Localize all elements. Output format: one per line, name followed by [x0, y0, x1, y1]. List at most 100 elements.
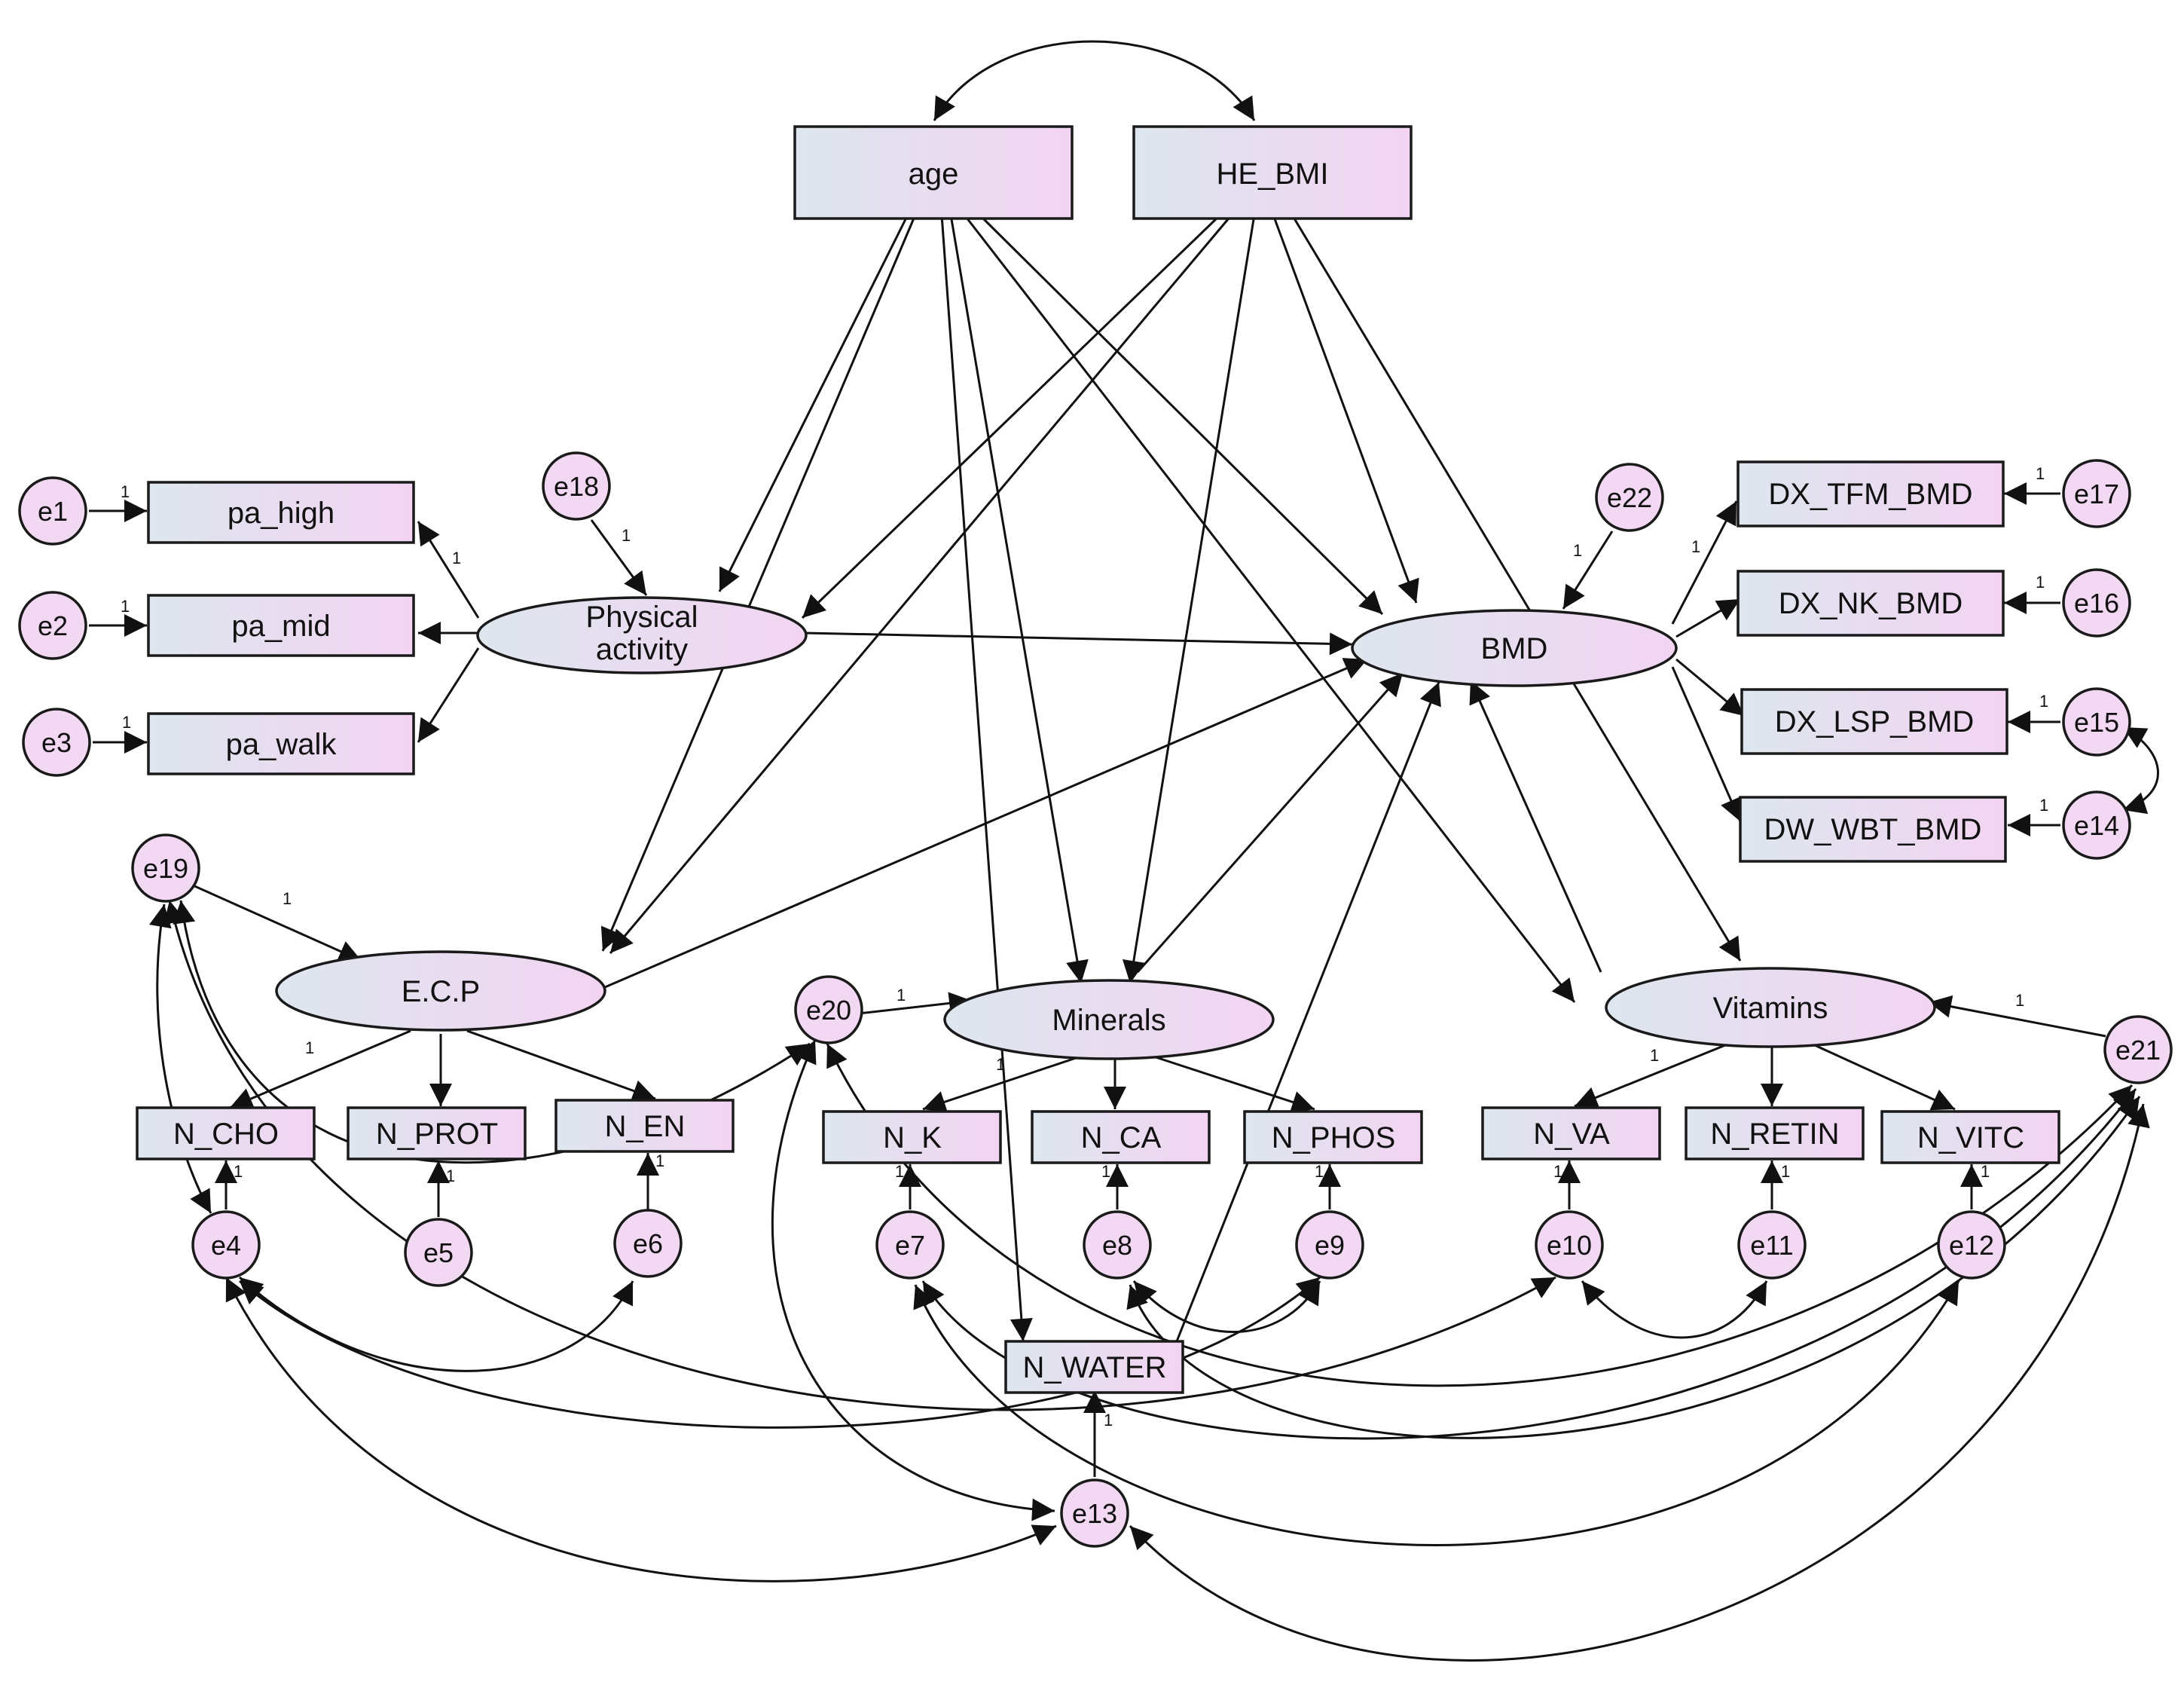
box-pa-mid: pa_mid	[147, 594, 415, 657]
loading-e5: 1	[446, 1167, 455, 1185]
loading-e9: 1	[1315, 1162, 1324, 1181]
latent-minerals: Minerals	[943, 979, 1275, 1060]
error-e12: e12	[1937, 1210, 2006, 1280]
svg-text:DX_TFM_BMD: DX_TFM_BMD	[1768, 478, 1972, 511]
path-bmd-dxtfm	[1671, 500, 1738, 625]
svg-text:e14: e14	[2074, 810, 2119, 841]
loading-n-va: 1	[1650, 1046, 1659, 1065]
loading-e14: 1	[2039, 796, 2048, 815]
loading-e2: 1	[121, 597, 130, 616]
svg-text:N_VITC: N_VITC	[1917, 1121, 2024, 1154]
svg-text:N_WATER: N_WATER	[1022, 1351, 1166, 1384]
svg-text:N_K: N_K	[883, 1121, 942, 1154]
svg-text:e22: e22	[1607, 482, 1652, 513]
latent-ecp: E.C.P	[275, 950, 606, 1032]
loading-dx-tfm: 1	[1691, 537, 1700, 556]
error-e3: e3	[22, 708, 91, 777]
box-n-water: N_WATER	[1004, 1340, 1184, 1394]
path-age-physical	[718, 214, 909, 592]
svg-text:N_EN: N_EN	[605, 1110, 686, 1143]
error-e19: e19	[131, 833, 200, 903]
latent-bmd: BMD	[1351, 609, 1678, 687]
loading-e21: 1	[2015, 991, 2024, 1010]
svg-text:e18: e18	[554, 471, 599, 502]
svg-text:e12: e12	[1949, 1230, 1994, 1261]
path-age-vitamins	[963, 214, 1576, 1003]
loading-e12: 1	[1981, 1162, 1990, 1181]
svg-text:e1: e1	[38, 496, 68, 527]
error-terms: e1 e2 e3 e18 e22 e17 e16 e15 e14 e19 e20…	[18, 451, 2173, 1548]
svg-text:Physical: Physical	[586, 601, 698, 634]
path-vitamins-nvitc	[1807, 1041, 1956, 1111]
path-hebmi-vitamins	[1291, 214, 1742, 962]
cov-e4-e13	[225, 1277, 1057, 1582]
svg-text:e6: e6	[633, 1228, 663, 1259]
svg-text:e3: e3	[41, 727, 72, 758]
svg-text:DW_WBT_BMD: DW_WBT_BMD	[1764, 813, 1982, 846]
svg-text:Vitamins: Vitamins	[1713, 992, 1828, 1025]
svg-text:N_CHO: N_CHO	[173, 1118, 279, 1151]
path-bmd-dxnk	[1675, 598, 1741, 638]
box-n-prot: N_PROT	[347, 1106, 527, 1160]
path-hebmi-minerals	[1122, 214, 1256, 984]
fixed-loading-labels: 1 1 1 1 1 1 1 1 1 1 1 1 1 1 1 1 1 1 1 1 …	[121, 464, 2048, 1430]
error-e8: e8	[1083, 1210, 1152, 1280]
box-dx-nk-bmd: DX_NK_BMD	[1737, 570, 2005, 637]
loading-e22: 1	[1573, 541, 1582, 560]
loading-e11: 1	[1781, 1162, 1790, 1181]
loading-e20: 1	[897, 986, 906, 1004]
error-e13: e13	[1060, 1478, 1129, 1548]
cov-e15-e14	[2122, 726, 2159, 815]
svg-text:e9: e9	[1315, 1230, 1345, 1261]
box-n-ca: N_CA	[1031, 1110, 1211, 1164]
svg-text:N_PROT: N_PROT	[376, 1118, 498, 1151]
box-dw-wbt-bmd: DW_WBT_BMD	[1739, 796, 2007, 863]
svg-text:N_PHOS: N_PHOS	[1272, 1121, 1396, 1154]
path-e21-vitamins	[1928, 995, 2106, 1038]
path-bmd-dwwbt	[1671, 666, 1742, 822]
latent-physical-activity: Physical activity	[476, 596, 808, 674]
error-e17: e17	[2062, 459, 2131, 528]
svg-text:N_RETIN: N_RETIN	[1710, 1118, 1839, 1151]
loading-e8: 1	[1101, 1162, 1110, 1181]
path-hebmi-bmd	[1272, 214, 1419, 604]
box-n-vitc: N_VITC	[1880, 1110, 2060, 1164]
box-dx-tfm-bmd: DX_TFM_BMD	[1737, 460, 2005, 527]
box-he-bmi: HE_BMI	[1132, 125, 1413, 220]
path-hebmi-physical	[801, 213, 1222, 619]
latent-vitamins: Vitamins	[1605, 967, 1936, 1048]
path-minerals-bmd	[1136, 672, 1404, 973]
svg-text:e8: e8	[1102, 1230, 1132, 1261]
error-e1: e1	[18, 476, 87, 546]
svg-text:activity: activity	[596, 633, 688, 666]
svg-text:Minerals: Minerals	[1052, 1004, 1165, 1037]
svg-text:E.C.P: E.C.P	[402, 975, 480, 1008]
cov-e10-e11	[1581, 1280, 1768, 1339]
svg-text:e11: e11	[1750, 1230, 1793, 1261]
svg-text:HE_BMI: HE_BMI	[1217, 157, 1329, 191]
svg-text:BMD: BMD	[1481, 632, 1548, 665]
loading-e18: 1	[622, 526, 631, 545]
svg-text:pa_high: pa_high	[228, 497, 334, 530]
svg-text:e20: e20	[806, 995, 851, 1026]
path-age-bmd	[978, 213, 1384, 616]
loading-e19: 1	[283, 889, 292, 908]
svg-text:age: age	[909, 157, 959, 191]
box-n-retin: N_RETIN	[1685, 1106, 1865, 1160]
svg-text:e16: e16	[2074, 588, 2119, 619]
svg-text:e13: e13	[1072, 1498, 1117, 1529]
svg-text:DX_NK_BMD: DX_NK_BMD	[1779, 587, 1963, 620]
path-minerals-nphos	[1148, 1053, 1315, 1113]
svg-text:e7: e7	[895, 1230, 925, 1261]
box-n-phos: N_PHOS	[1243, 1110, 1423, 1164]
loading-n-cho: 1	[305, 1038, 314, 1057]
loading-e13: 1	[1104, 1411, 1113, 1430]
loading-e1: 1	[121, 482, 130, 501]
cov-age-hebmi	[933, 40, 1256, 121]
error-e16: e16	[2062, 568, 2131, 638]
box-pa-walk: pa_walk	[147, 712, 415, 775]
error-e15: e15	[2062, 687, 2131, 757]
error-e18: e18	[542, 451, 611, 521]
svg-text:e15: e15	[2074, 707, 2119, 738]
error-e6: e6	[613, 1209, 683, 1278]
